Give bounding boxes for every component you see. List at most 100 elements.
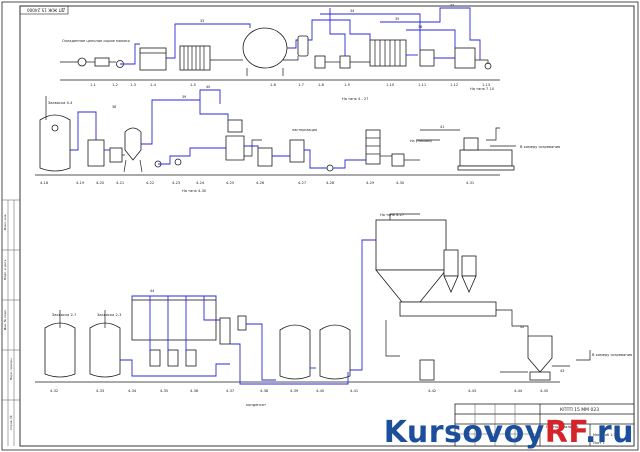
- pos-label: 4-38: [260, 389, 269, 393]
- pos-label: 4-25: [226, 181, 234, 185]
- row-1-equipment: [60, 27, 500, 81]
- pos-label: 4-37: [226, 389, 234, 393]
- row-1-blue-lines: [120, 7, 481, 65]
- pos-label: 1-2: [112, 83, 118, 87]
- watermark-main: Kursovoy: [383, 415, 545, 450]
- side-strip: [2, 199, 20, 446]
- pos-label: 1-7: [298, 83, 304, 87]
- to-packaging-note-2: На упаковку: [410, 139, 432, 143]
- line-label-pasteurization: пастеризация: [292, 128, 317, 132]
- pos-label: 4-24: [196, 181, 205, 185]
- pos-label: 4-21: [116, 181, 124, 185]
- line-number: 42: [520, 325, 524, 329]
- row-3-line-numbers: 42 43 44: [150, 289, 564, 373]
- pos-label: 4-42: [428, 389, 436, 393]
- row-2-line-numbers: 38 39 40 41: [112, 85, 444, 129]
- title-block-sheet: Лист 1: [593, 441, 605, 445]
- pos-label: 1-6: [270, 83, 277, 87]
- pos-label: 4-18: [40, 181, 49, 185]
- side-note-5: Справ. №: [9, 415, 13, 430]
- line-number: 34: [350, 9, 354, 13]
- line-number: 39: [182, 95, 186, 99]
- sheet-frame-inner: [19, 5, 635, 447]
- pos-label: 4-44: [514, 389, 523, 393]
- pos-label: 4-39: [290, 389, 299, 393]
- line-number: 41: [440, 125, 444, 129]
- row-1-labels: 1-1 1-2 1-3 1-4 1-5 1-6 1-7 1-8 1-9 1-10…: [90, 83, 490, 87]
- top-stamp-box: [19, 5, 69, 15]
- starter-note-3: Закваска 2-3: [97, 313, 121, 317]
- line-number: 33: [200, 19, 204, 23]
- line-number: 38: [112, 105, 116, 109]
- row-3-black-lines: [59, 213, 591, 373]
- pos-label: 4-40: [316, 389, 325, 393]
- pos-label: 1-5: [190, 83, 196, 87]
- title-block-name: Принципиальная: [546, 425, 578, 429]
- top-stamp: ДП ЖЖ 15.24000: [27, 8, 65, 13]
- inlet-note: Охладенное цельное сырое молоко: [62, 39, 130, 43]
- row-3-equipment: [35, 219, 560, 383]
- to-tank-note-2: На танк 7 10: [470, 87, 495, 91]
- title-block-code: КПТП 15 ММ 023: [560, 407, 599, 413]
- line-number: 35: [395, 17, 399, 21]
- pos-label: 4-20: [96, 181, 105, 185]
- pos-label: 1-8: [318, 83, 325, 87]
- row-1-line-numbers: 33 34 35 36 37: [200, 4, 454, 30]
- pos-label: 4-22: [146, 181, 154, 185]
- row-2-blue-lines: [70, 89, 366, 169]
- pos-label: 4-29: [366, 181, 375, 185]
- line-number: 37: [450, 4, 454, 8]
- to-chamber-note: В камеру созревания: [520, 145, 560, 149]
- to-tank-note-1: На танк 4 - 27: [342, 97, 368, 101]
- pos-label: 1-13: [482, 83, 490, 87]
- line-number: 40: [206, 85, 210, 89]
- starter-note-1: Закваска 4-4: [48, 101, 73, 105]
- to-packaging-note-1: В камеру созревания: [592, 353, 632, 357]
- site-watermark: KursovoyRF.ru: [384, 415, 634, 450]
- pos-label: 1-12: [450, 83, 458, 87]
- pos-label: 1-3: [130, 83, 136, 87]
- pos-label: 4-41: [350, 389, 358, 393]
- pos-label: 4-36: [190, 389, 199, 393]
- pos-label: 4-19: [76, 181, 85, 185]
- side-note-4: Перв. примен.: [9, 357, 13, 380]
- pos-label: 4-45: [540, 389, 548, 393]
- title-block: [454, 403, 635, 447]
- pos-label: 4-33: [96, 389, 104, 393]
- pos-label: 4-35: [160, 389, 168, 393]
- row-2-labels: 4-18 4-19 4-20 4-21 4-22 4-23 4-24 4-25 …: [40, 181, 474, 185]
- row-3-blue-lines: [120, 239, 376, 385]
- pos-label: 4-27: [298, 181, 306, 185]
- row-2-black-lines: [45, 96, 516, 161]
- pos-label: 4-32: [50, 389, 58, 393]
- line-label-condensate: конденсат: [246, 403, 266, 407]
- watermark-tail: .ru: [584, 415, 634, 450]
- to-tank-note-4: На танк 4-27: [380, 213, 404, 217]
- to-tank-note-3: На танк 4-30: [182, 189, 207, 193]
- row-3-labels: 4-32 4-33 4-34 4-35 4-36 4-37 4-38 4-39 …: [50, 389, 548, 393]
- row-1-black-lines: [60, 56, 489, 64]
- line-number: 43: [560, 369, 564, 373]
- pos-label: 4-28: [326, 181, 335, 185]
- pos-label: 4-26: [256, 181, 265, 185]
- pos-label: 4-34: [128, 389, 137, 393]
- side-note-3: Инв. № подл.: [3, 309, 7, 330]
- pos-label: 1-1: [90, 83, 96, 87]
- starter-note-2: Закваска 2-7: [52, 313, 76, 317]
- pos-label: 4-30: [396, 181, 405, 185]
- pos-label: 4-31: [466, 181, 474, 185]
- pos-label: 1-11: [418, 83, 426, 87]
- side-note-2: Подп. и дата: [3, 259, 7, 280]
- title-block-scale: Масштаб 1:1: [593, 433, 616, 437]
- pos-label: 4-43: [468, 389, 476, 393]
- pos-label: 1-9: [344, 83, 351, 87]
- side-note-1: Взам. инв.: [3, 214, 7, 230]
- pos-label: 4-23: [172, 181, 180, 185]
- watermark-accent: RF: [544, 415, 585, 450]
- pos-label: 1-4: [150, 83, 157, 87]
- line-number: 44: [150, 289, 154, 293]
- line-number: 36: [418, 25, 422, 29]
- pos-label: 1-10: [386, 83, 395, 87]
